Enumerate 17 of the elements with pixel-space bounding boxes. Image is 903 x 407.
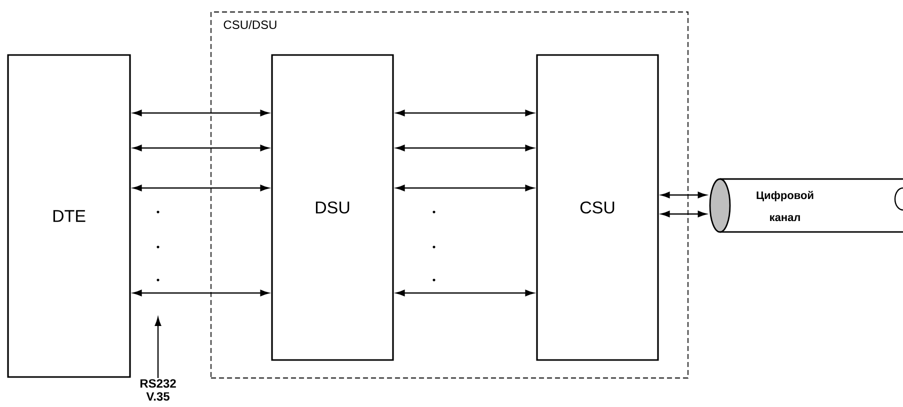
arrow <box>133 184 269 192</box>
cable-drawing: Цифровой канал <box>709 178 903 233</box>
node-label: Цифровой канал <box>756 190 814 222</box>
arrow <box>133 290 269 296</box>
unit-box: CSU <box>536 54 659 361</box>
interface-label: RS232 V.35 <box>140 379 176 401</box>
arrow <box>154 317 162 378</box>
unit-box: DSU <box>271 54 394 361</box>
arrow <box>396 184 534 192</box>
arrow <box>396 144 534 152</box>
unit-box: DTE <box>7 54 131 378</box>
arrow <box>133 110 269 116</box>
arrow <box>396 290 534 296</box>
arrow <box>661 210 706 218</box>
arrow <box>661 192 706 198</box>
arrow <box>396 110 534 116</box>
arrow <box>133 144 269 152</box>
